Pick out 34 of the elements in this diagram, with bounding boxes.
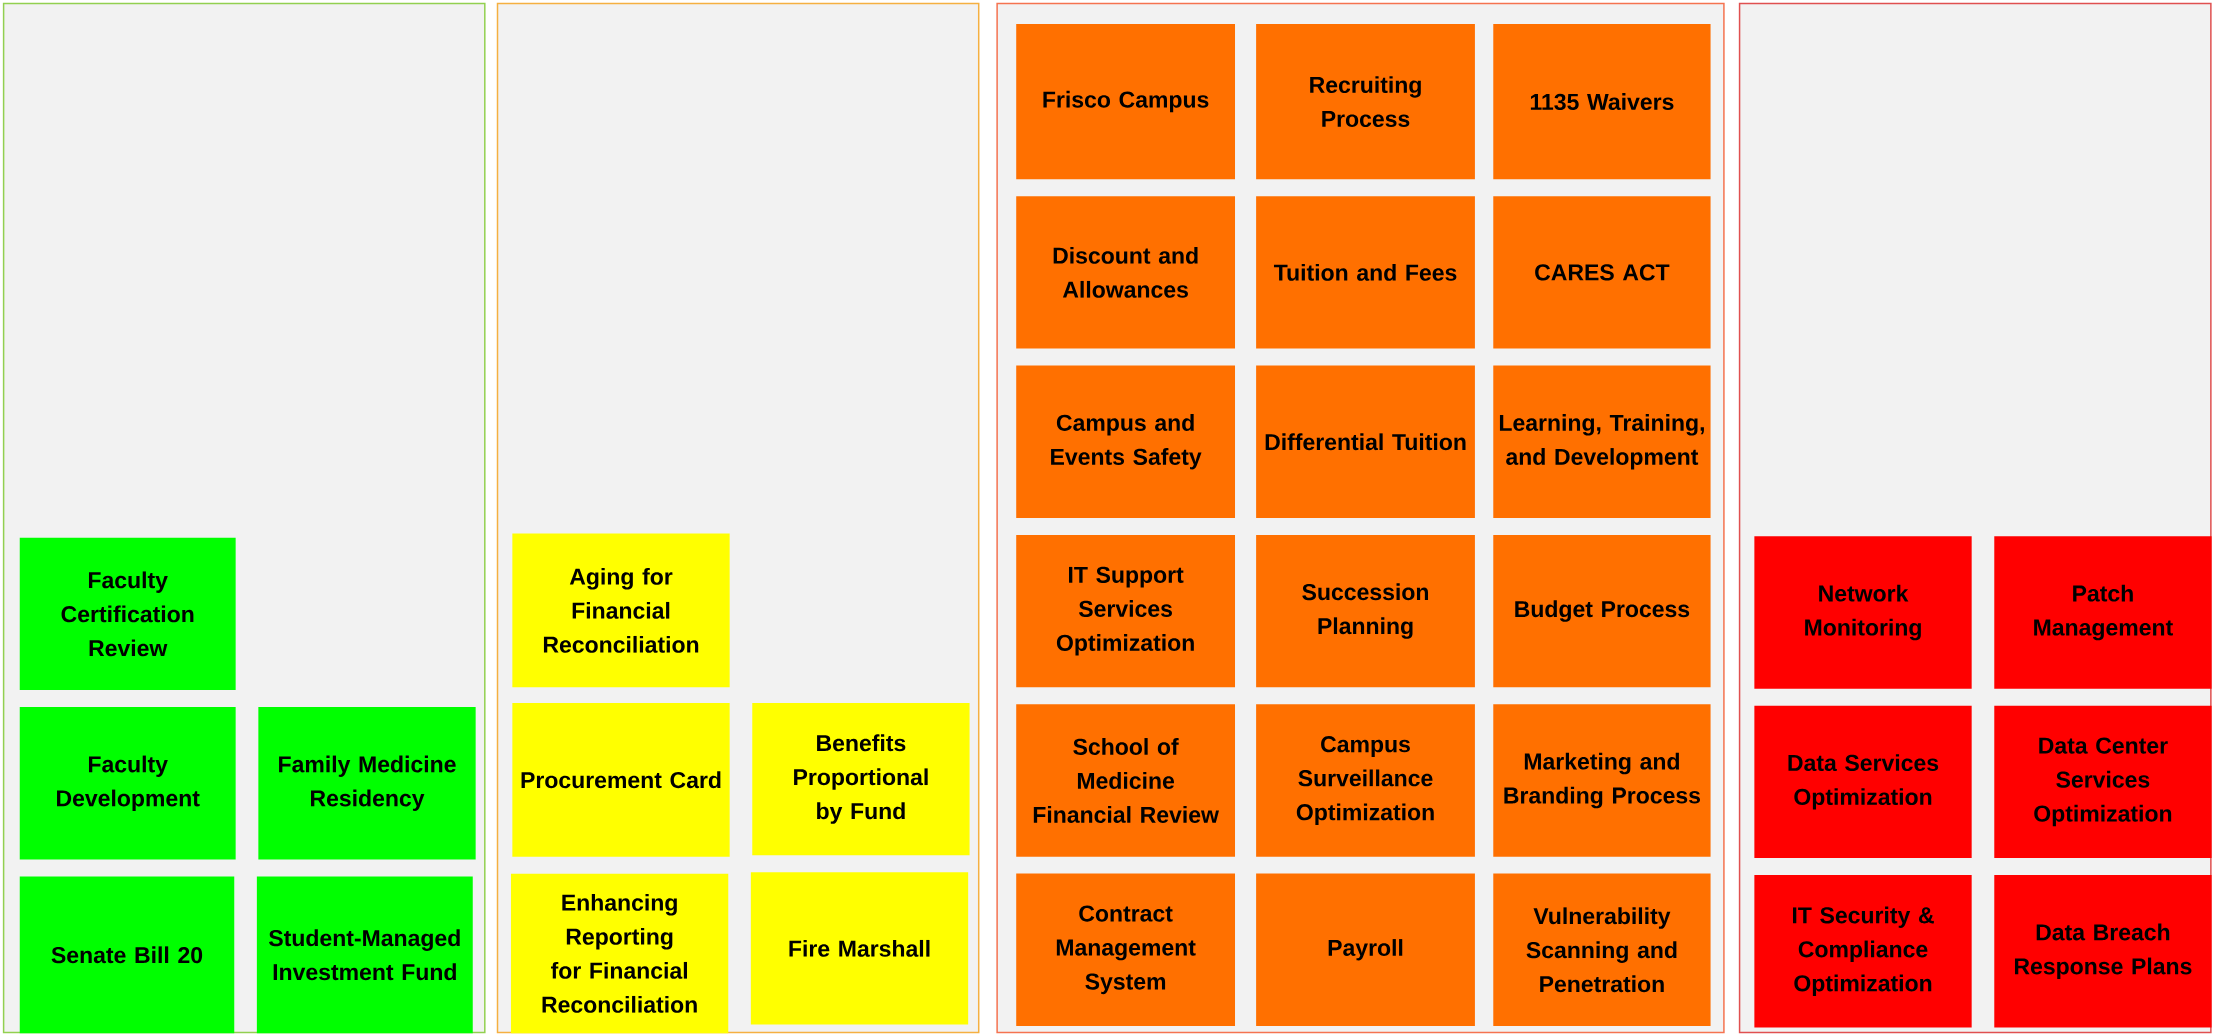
topic-box: 1135 Waivers [1493,24,1711,180]
topic-box: School of Medicine Financial Review [1016,704,1235,857]
topic-box: Patch Management [1994,536,2212,689]
topic-box: Faculty Certification Review [19,537,236,691]
topic-box: Campus and Events Safety [1016,365,1235,518]
topic-box: Marketing and Branding Process [1493,704,1711,857]
topic-box: Enhancing Reporting for Financial Reconciliation [510,873,729,1034]
topic-box: Payroll [1256,873,1475,1026]
topic-box: Faculty Development [19,707,236,860]
topic-box: Tuition and Fees [1256,196,1475,349]
topic-box: Student-Managed Investment Fund [256,876,473,1034]
topic-box: Senate Bill 20 [19,876,235,1034]
topic-box: Discount and Allowances [1016,196,1235,349]
topic-box: Learning, Training, and Development [1493,365,1711,518]
topic-box: Fire Marshall [750,872,969,1025]
topic-box: Benefits Proportional by Fund [752,702,970,856]
topic-box: Data Center Services Optimization [1994,705,2212,859]
topic-box: Aging for Financial Reconciliation [512,533,730,688]
topic-box: Vulnerability Scanning and Penetration [1493,873,1711,1026]
topic-box: Recruiting Process [1256,24,1475,180]
topic-box: CARES ACT [1493,196,1711,349]
topic-box: Procurement Card [512,702,730,857]
topic-box: Budget Process [1493,534,1711,688]
topic-box: Succession Planning [1256,534,1475,688]
topic-box: Differential Tuition [1256,365,1475,518]
topic-box: Contract Management System [1016,873,1235,1026]
topic-box: Campus Surveillance Optimization [1256,704,1475,857]
topic-box: IT Security & Compliance Optimization [1754,875,1972,1028]
topic-box: Network Monitoring [1754,536,1972,689]
topic-box: Frisco Campus [1016,24,1235,180]
topic-box: Data Services Optimization [1754,705,1972,859]
topic-box: Family Medicine Residency [258,707,476,860]
topic-box: Data Breach Response Plans [1994,875,2212,1028]
topic-box: IT Support Services Optimization [1016,534,1235,688]
